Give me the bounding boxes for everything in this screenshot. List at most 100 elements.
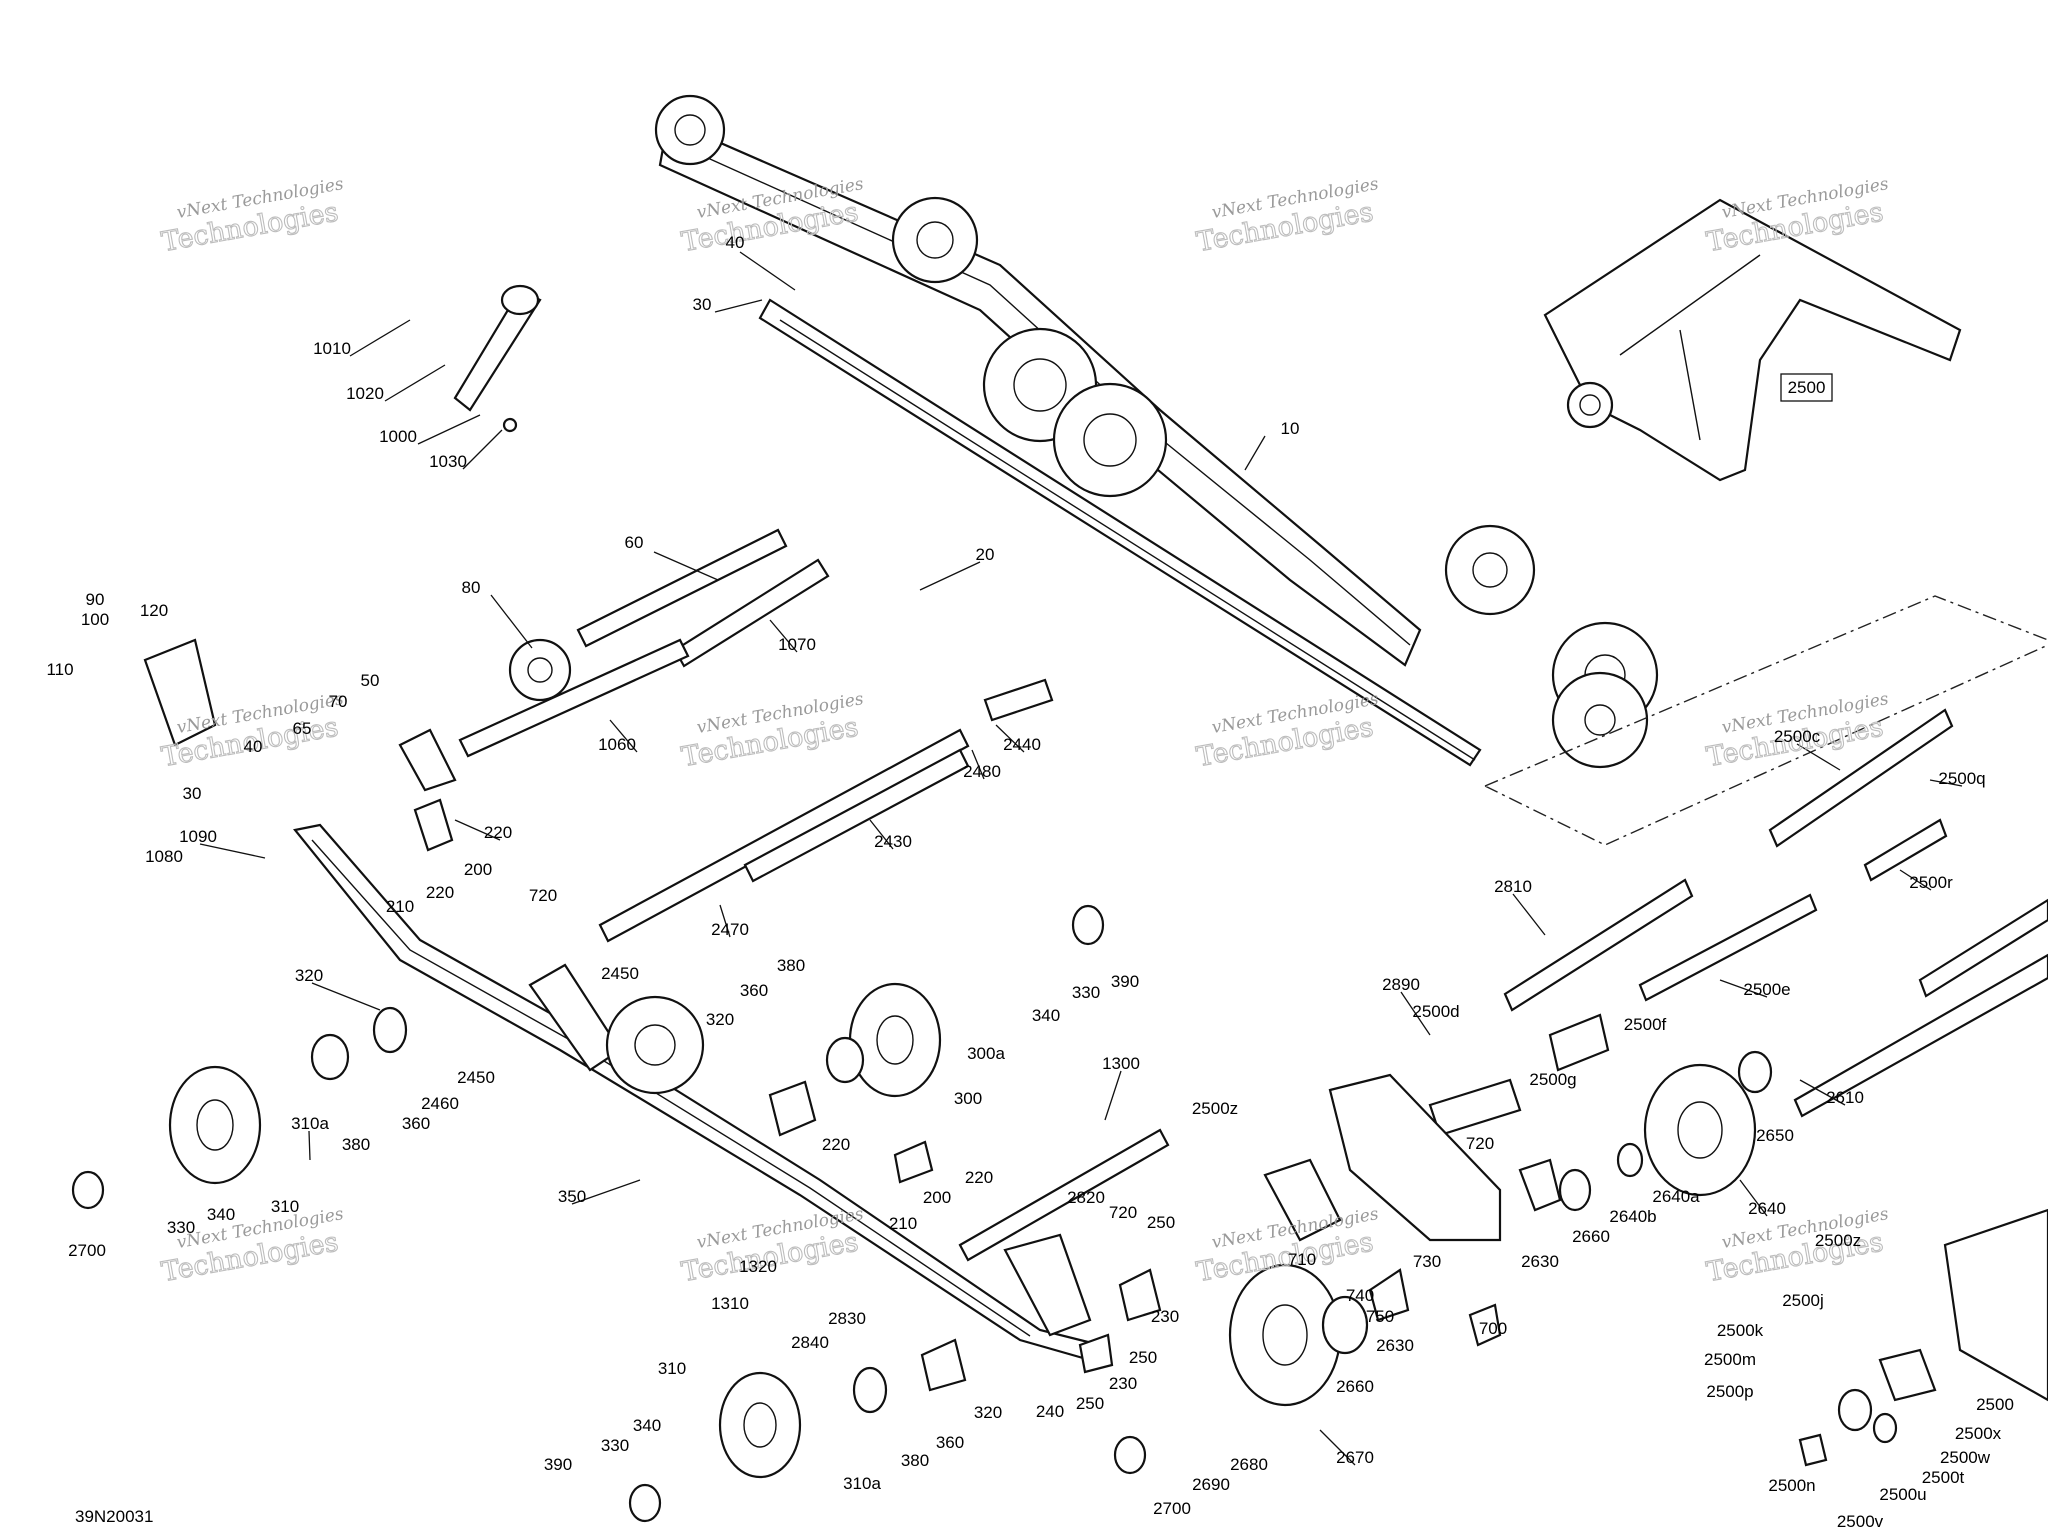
- callout-label: 2680: [1230, 1455, 1268, 1474]
- callout-label: 1070: [778, 635, 816, 654]
- callout-label: 390: [544, 1455, 572, 1474]
- callout-label: 100: [81, 610, 109, 629]
- callout-label: 20: [976, 545, 995, 564]
- callout-label: 310a: [843, 1474, 881, 1493]
- part-callouts: 1020304010101020100010306010708010609010…: [46, 233, 2013, 1531]
- callout-label: 2500g: [1529, 1070, 1576, 1089]
- callout-label: 320: [706, 1010, 734, 1029]
- callout-label: 360: [936, 1433, 964, 1452]
- callout-label: 340: [207, 1205, 235, 1224]
- callout-label: 2500r: [1909, 873, 1953, 892]
- callout-label: 2630: [1376, 1336, 1414, 1355]
- callout-label: 2610: [1826, 1088, 1864, 1107]
- callout-label: 2430: [874, 832, 912, 851]
- callout-label: 2690: [1192, 1475, 1230, 1494]
- callout-label: 740: [1346, 1286, 1374, 1305]
- callout-label: 2500m: [1704, 1350, 1756, 1369]
- callout-label: 330: [167, 1218, 195, 1237]
- callout-label: 1090: [179, 827, 217, 846]
- callout-label: 70: [329, 692, 348, 711]
- callout-label: 200: [923, 1188, 951, 1207]
- callout-label: 2660: [1336, 1377, 1374, 1396]
- callout-label: 2500k: [1717, 1321, 1764, 1340]
- callout-label: 1030: [429, 452, 467, 471]
- callout-label: 2700: [68, 1241, 106, 1260]
- callout-label: 1300: [1102, 1054, 1140, 1073]
- callout-label: 210: [386, 897, 414, 916]
- callout-label: 320: [974, 1403, 1002, 1422]
- callout-label: 1310: [711, 1294, 749, 1313]
- callout-label: 2500x: [1955, 1424, 2002, 1443]
- callout-label: 300: [954, 1089, 982, 1108]
- callout-label: 230: [1109, 1374, 1137, 1393]
- callout-label: 300a: [967, 1044, 1005, 1063]
- callout-label: 2640: [1748, 1199, 1786, 1218]
- callout-label: 720: [1466, 1134, 1494, 1153]
- callout-label: 250: [1147, 1213, 1175, 1232]
- callout-label: 330: [1072, 983, 1100, 1002]
- callout-label: 2450: [601, 964, 639, 983]
- callout-label: 40: [244, 737, 263, 756]
- callout-label: 2650: [1756, 1126, 1794, 1145]
- callout-label: 65: [293, 719, 312, 738]
- callout-label: 2500f: [1624, 1015, 1667, 1034]
- callout-label: 2500p: [1706, 1382, 1753, 1401]
- callout-label: 30: [693, 295, 712, 314]
- callout-label: 10: [1281, 419, 1300, 438]
- callout-label: 2810: [1494, 877, 1532, 896]
- callout-label: 2500z: [1192, 1099, 1238, 1118]
- callout-label: 2470: [711, 920, 749, 939]
- callout-label: 210: [889, 1214, 917, 1233]
- callout-label: 340: [1032, 1006, 1060, 1025]
- callout-label: 2500t: [1922, 1468, 1965, 1487]
- callout-label: 310a: [291, 1114, 329, 1133]
- line-drawing: [71, 94, 2048, 1523]
- callout-label: 220: [484, 823, 512, 842]
- callout-label: 2840: [791, 1333, 829, 1352]
- callout-label: 1000: [379, 427, 417, 446]
- callout-label: 360: [402, 1114, 430, 1133]
- callout-label: 2500z: [1815, 1231, 1861, 1250]
- callout-label: 2500d: [1412, 1002, 1459, 1021]
- callout-label: 200: [464, 860, 492, 879]
- callout-label: 60: [625, 533, 644, 552]
- callout-label: 2700: [1153, 1499, 1191, 1518]
- callout-label: 90: [86, 590, 105, 609]
- boxed-label-text: 2500: [1788, 378, 1826, 397]
- callout-label: 2480: [963, 762, 1001, 781]
- callout-label: 240: [1036, 1402, 1064, 1421]
- callout-label: 2630: [1521, 1252, 1559, 1271]
- callout-label: 110: [46, 660, 73, 679]
- callout-label: 700: [1479, 1319, 1507, 1338]
- callout-label: 720: [1109, 1203, 1137, 1222]
- callout-label: 250: [1129, 1348, 1157, 1367]
- callout-label: 2820: [1067, 1188, 1105, 1207]
- callout-label: 1080: [145, 847, 183, 866]
- callout-label: 2450: [457, 1068, 495, 1087]
- callout-label: 2890: [1382, 975, 1420, 994]
- callout-label: 2500j: [1782, 1291, 1824, 1310]
- boxed-assembly-label: 2500: [1780, 373, 1833, 402]
- callout-label: 380: [342, 1135, 370, 1154]
- callout-label: 2640b: [1609, 1207, 1656, 1226]
- callout-label: 1020: [346, 384, 384, 403]
- callout-label: 380: [777, 956, 805, 975]
- callout-label: 80: [462, 578, 481, 597]
- callout-label: 720: [529, 886, 557, 905]
- callout-label: 730: [1413, 1252, 1441, 1271]
- callout-label: 380: [901, 1451, 929, 1470]
- callout-label: 1060: [598, 735, 636, 754]
- callout-label: 310: [658, 1359, 686, 1378]
- callout-label: 30: [183, 784, 202, 803]
- callout-label: 2460: [421, 1094, 459, 1113]
- callout-label: 230: [1151, 1307, 1179, 1326]
- callout-label: 2500: [1976, 1395, 2014, 1414]
- callout-label: 390: [1111, 972, 1139, 991]
- callout-label: 2500n: [1768, 1476, 1815, 1495]
